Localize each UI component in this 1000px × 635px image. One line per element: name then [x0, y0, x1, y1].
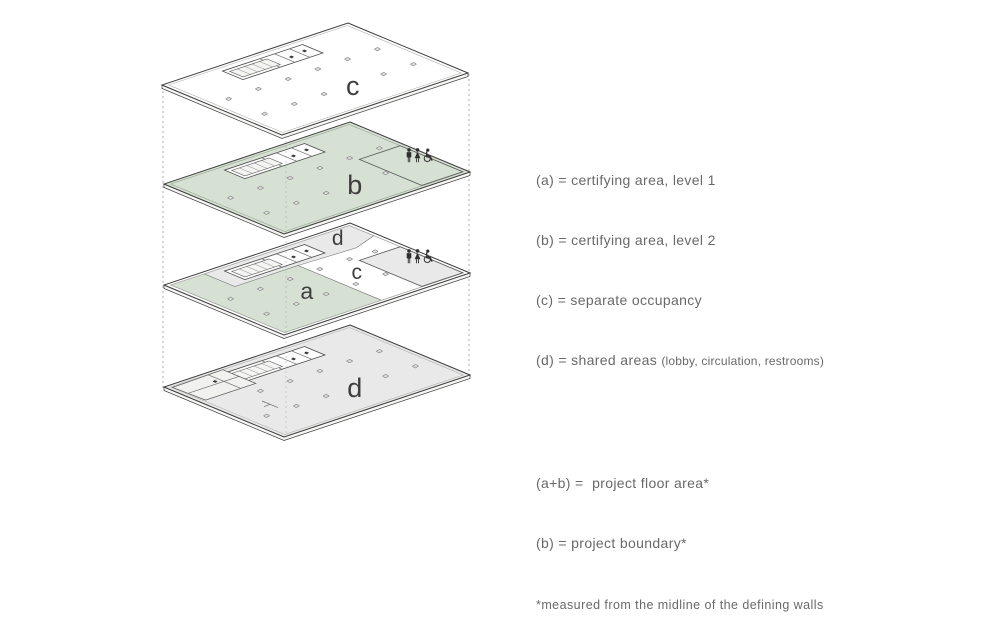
lobby-walls: [171, 369, 279, 408]
perimeter-wall: [169, 327, 465, 435]
projection-guides: [162, 74, 470, 389]
legend-def-a: (a) = certifying area, level 1: [536, 172, 716, 188]
floor-stack-diagram-page: c b d c a: [160, 22, 824, 612]
legend: (a) = certifying area, level 1 (b) = cer…: [536, 130, 824, 635]
legend-def-d-main: (d) = shared areas: [536, 352, 658, 368]
region-label-a: a: [300, 278, 313, 304]
floor-label-b: b: [347, 170, 363, 200]
floor-level-2-plate: b: [162, 121, 472, 238]
floor-level-1-plate: d c a: [162, 222, 472, 339]
stacked-floor-plan-diagram: c b d c a: [160, 22, 472, 441]
legend-def-d: (d) = shared areas (lobby, circulation, …: [536, 350, 824, 371]
floor-plate: [160, 22, 470, 136]
restroom-area: [358, 145, 464, 186]
region-label-c: c: [352, 261, 363, 284]
floor-plate: [162, 324, 472, 438]
legend-footnote: *measured from the midline of the defini…: [536, 598, 824, 612]
legend-spacer: [536, 411, 824, 433]
floor-label-d: d: [347, 373, 363, 403]
perimeter-wall: [167, 25, 463, 133]
restroom-area: [358, 246, 464, 287]
region-label-d: d: [332, 227, 344, 250]
legend-project-boundary: (b) = project boundary*: [536, 535, 687, 551]
legend-def-d-note: (lobby, circulation, restrooms): [661, 354, 825, 368]
floor-level-3-plate: c: [160, 22, 470, 139]
legend-def-c: (c) = separate occupancy: [536, 292, 702, 308]
floor-ground-plate: d: [162, 324, 472, 441]
legend-def-b: (b) = certifying area, level 2: [536, 232, 716, 248]
floor-label-c: c: [346, 71, 360, 101]
legend-project-floor-area: (a+b) = project floor area*: [536, 475, 710, 491]
